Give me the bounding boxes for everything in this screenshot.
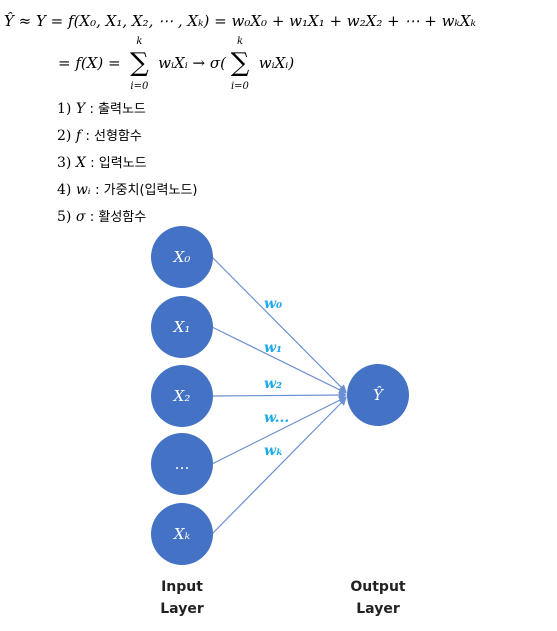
equation-line-2: = f(X) = k ∑ i=0 wᵢXᵢ → σ( k ∑ i=0 wᵢXᵢ) <box>58 36 295 92</box>
equation-text-1: Ŷ ≈ Y = f(X₀, X₁, X₂, ⋯ , Xₖ) = w₀X₀ + w… <box>4 12 477 30</box>
sum-term-1: wᵢXᵢ <box>158 54 188 72</box>
arrow: → <box>192 54 206 72</box>
edge-1 <box>211 326 347 394</box>
legend-num: 3) <box>57 155 72 171</box>
input-layer-label-line2: Layer <box>160 601 204 617</box>
legend-desc: : 활성함수 <box>89 210 147 225</box>
legend-item: 4) wᵢ : 가중치(입력노드) <box>57 177 197 204</box>
sum-lower-1: i=0 <box>130 81 149 92</box>
legend-num: 5) <box>57 209 72 225</box>
input-node-label-0: X₀ <box>173 248 191 266</box>
edge-4 <box>211 397 347 535</box>
input-node-4 <box>151 503 213 565</box>
output-node <box>347 364 409 426</box>
legend-symbol: Y <box>75 101 86 117</box>
output-layer-label-line1: Output <box>350 579 406 595</box>
legend-item: 5) σ : 활성함수 <box>57 204 197 231</box>
output-layer-label-line2: Layer <box>356 601 400 617</box>
input-node-1 <box>151 296 213 358</box>
sum-upper-2: k <box>236 36 243 47</box>
input-node-label-1: X₁ <box>173 318 191 336</box>
edge-0 <box>211 256 347 393</box>
sum-upper-1: k <box>136 36 143 47</box>
summation-1: k ∑ i=0 <box>125 36 153 92</box>
legend-num: 4) <box>57 182 72 198</box>
legend-symbol: σ <box>75 209 86 225</box>
edge-3 <box>211 396 347 465</box>
legend-desc: : 출력노드 <box>89 102 146 117</box>
weight-label-4: wₖ <box>264 443 283 459</box>
weight-label-1: w₁ <box>264 340 282 356</box>
input-node-3 <box>151 433 213 495</box>
legend-symbol: f <box>75 128 82 144</box>
legend-num: 1) <box>57 101 72 117</box>
weight-label-3: w... <box>264 410 289 426</box>
legend-item: 2) f : 선형함수 <box>57 123 197 150</box>
sum-lower-2: i=0 <box>230 81 249 92</box>
input-node-0 <box>151 226 213 288</box>
legend-num: 2) <box>57 128 72 144</box>
input-layer-label-line1: Input <box>161 579 203 595</box>
legend-symbol: wᵢ <box>75 182 91 198</box>
legend-item: 1) Y : 출력노드 <box>57 96 197 123</box>
sum-symbol-2: ∑ <box>230 48 250 78</box>
input-node-2 <box>151 365 213 427</box>
legend-desc: : 입력노드 <box>90 156 147 171</box>
legend-desc: : 선형함수 <box>85 129 142 144</box>
weight-label-0: w₀ <box>264 296 282 312</box>
input-node-label-2: X₂ <box>173 387 191 405</box>
legend-list: 1) Y : 출력노드 2) f : 선형함수 3) X : 입력노드 4) w… <box>57 96 197 231</box>
sum-term-2: wᵢXᵢ <box>258 54 289 72</box>
legend-desc: : 가중치(입력노드) <box>95 183 198 198</box>
input-node-label-3: … <box>175 455 190 473</box>
sum-symbol-1: ∑ <box>130 48 149 78</box>
edge-2 <box>211 391 347 400</box>
equation-line-1: Ŷ ≈ Y = f(X₀, X₁, X₂, ⋯ , Xₖ) = w₀X₀ + w… <box>4 12 476 30</box>
sigma-open: σ( <box>209 54 226 72</box>
legend-symbol: X <box>75 155 86 171</box>
equation-lhs: = f(X) = <box>58 54 121 72</box>
sigma-close: ) <box>288 54 295 72</box>
summation-2: k ∑ i=0 <box>226 36 254 92</box>
legend-item: 3) X : 입력노드 <box>57 150 197 177</box>
weight-label-2: w₂ <box>264 376 282 392</box>
input-node-label-4: Xₖ <box>173 525 191 543</box>
output-node-label: Ŷ <box>373 386 385 404</box>
